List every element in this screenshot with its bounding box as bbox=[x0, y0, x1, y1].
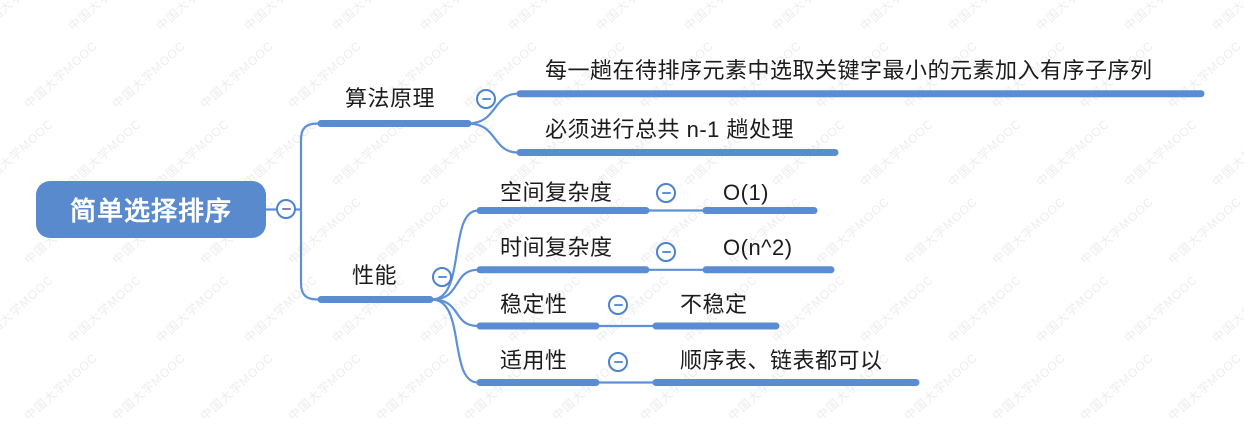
branch2-fork-row3 bbox=[430, 298, 480, 328]
branch2-fork-row4 bbox=[430, 298, 480, 384]
branch2-fork-row1 bbox=[430, 209, 480, 301]
collapse-button-stability[interactable] bbox=[608, 295, 628, 315]
topic-space-complexity[interactable]: 空间复杂度 bbox=[500, 180, 613, 205]
collapse-button-root[interactable] bbox=[276, 199, 296, 219]
topic-time-complexity-value[interactable]: O(n^2) bbox=[723, 235, 793, 260]
topic-stability-value[interactable]: 不稳定 bbox=[680, 292, 748, 317]
topic-root[interactable]: 简单选择排序 bbox=[36, 181, 266, 238]
topic-time-complexity[interactable]: 时间复杂度 bbox=[500, 235, 613, 260]
branch1-fork-upper bbox=[466, 92, 520, 125]
topic-applicability[interactable]: 适用性 bbox=[500, 348, 568, 373]
collapse-button-applicability[interactable] bbox=[608, 352, 628, 372]
minus-icon bbox=[661, 250, 671, 254]
minus-icon bbox=[613, 303, 623, 307]
topic-algorithm-principle[interactable]: 算法原理 bbox=[345, 86, 436, 111]
branch1-fork-lower bbox=[466, 122, 520, 154]
collapse-button-algorithm-principle[interactable] bbox=[476, 89, 496, 109]
minus-icon bbox=[437, 275, 447, 279]
topic-principle-detail-1[interactable]: 每一趟在待排序元素中选取关键字最小的元素加入有序子序列 bbox=[545, 58, 1153, 83]
collapse-button-time-complexity[interactable] bbox=[656, 242, 676, 262]
minus-icon bbox=[481, 97, 491, 101]
root-bracket-curve bbox=[299, 122, 320, 301]
topic-space-complexity-value[interactable]: O(1) bbox=[723, 180, 769, 205]
topic-applicability-value[interactable]: 顺序表、链表都可以 bbox=[680, 348, 883, 373]
minus-icon bbox=[281, 207, 291, 211]
branch2-fork-row2 bbox=[430, 268, 480, 301]
topic-stability[interactable]: 稳定性 bbox=[500, 292, 568, 317]
collapse-button-space-complexity[interactable] bbox=[656, 183, 676, 203]
topic-root-label: 简单选择排序 bbox=[69, 196, 232, 226]
minus-icon bbox=[613, 360, 623, 364]
topic-performance[interactable]: 性能 bbox=[352, 263, 398, 288]
collapse-button-performance[interactable] bbox=[432, 267, 452, 287]
minus-icon bbox=[661, 191, 671, 195]
topic-principle-detail-2[interactable]: 必须进行总共 n-1 趟处理 bbox=[545, 117, 795, 142]
